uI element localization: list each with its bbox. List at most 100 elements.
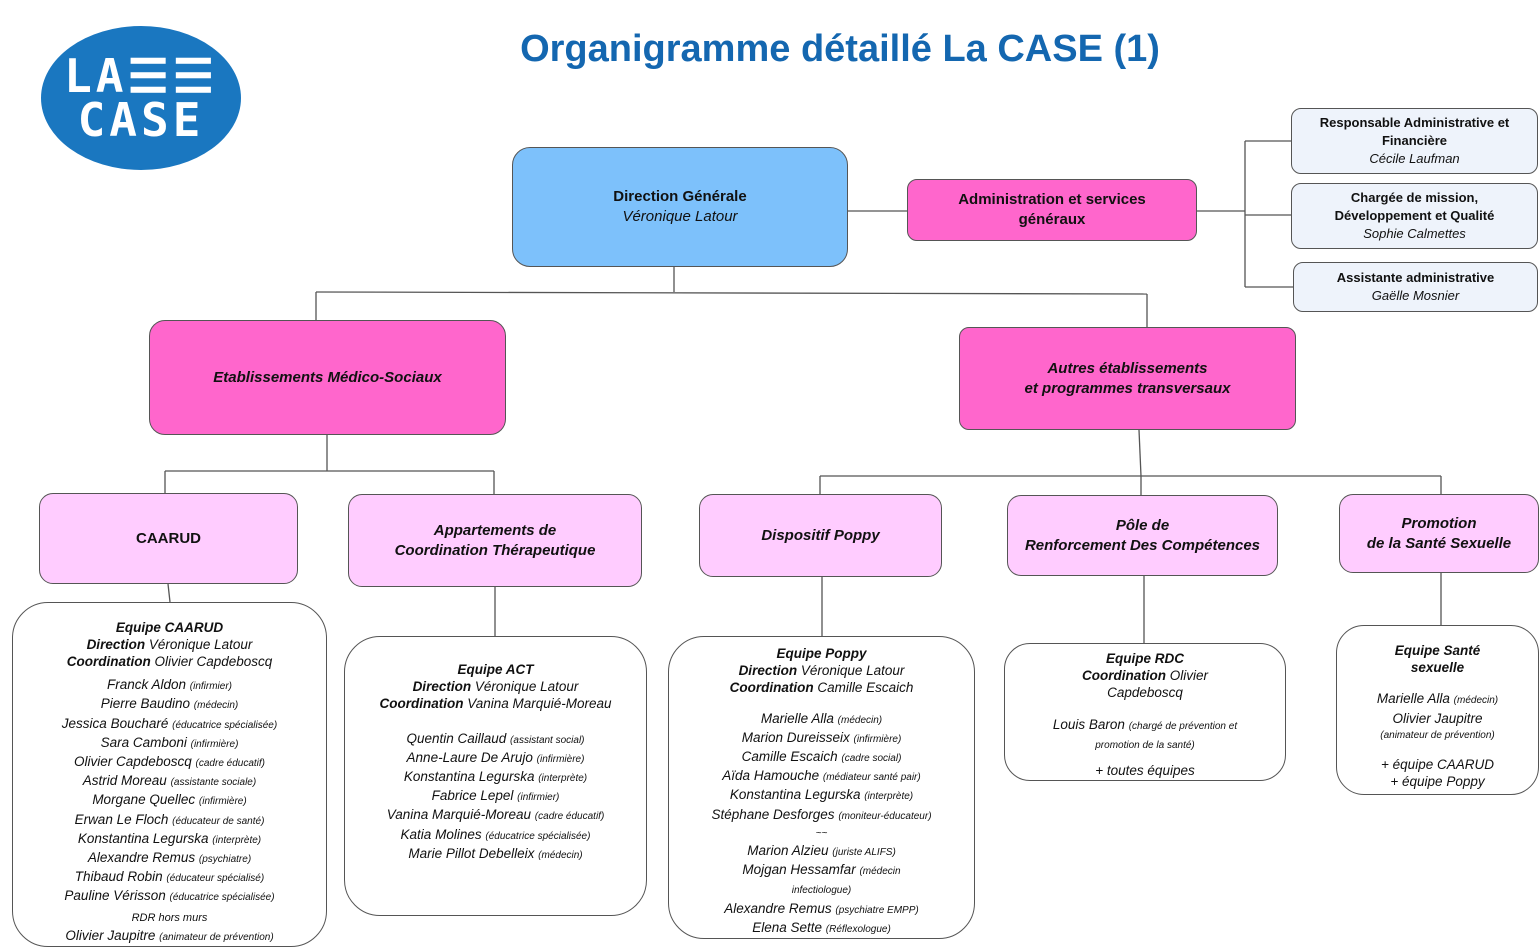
- admin-staff-3: Assistante administrative Gaëlle Mosnier: [1293, 262, 1538, 312]
- la-case-logo: LA☰☰ CASE: [41, 26, 241, 170]
- act-member-role: (cadre éducatif): [534, 811, 605, 823]
- poppy-member: Marielle Alla (médecin): [711, 710, 931, 729]
- admin-label: Administration et services généraux: [958, 191, 1146, 228]
- caarud-member-name: Astrid Moreau: [82, 773, 167, 789]
- unit-act-line-1: Appartements de: [433, 521, 557, 539]
- act-member-name: Quentin Caillaud: [406, 730, 507, 746]
- team-poppy-members: Marielle Alla (médecin)Marion Dureisseix…: [711, 710, 931, 825]
- team-pss-member-1-role: (médecin): [1453, 695, 1499, 707]
- team-act-members: Quentin Caillaud (assistant social)Anne-…: [387, 730, 605, 864]
- caarud-member: Alexandre Remus (psychiatre): [62, 849, 277, 868]
- poppy-member: Konstantina Legurska (interprète): [711, 786, 931, 805]
- act-member-role: (éducatrice spécialisée): [485, 830, 591, 842]
- poppy2-member-role: (médecin infectiologue): [791, 866, 901, 897]
- poppy2-member-name: Mojgan Hessamfar: [742, 862, 856, 878]
- team-caarud-dir-label: Direction: [86, 637, 146, 653]
- caarud-member: Jessica Boucharé (éducatrice spécialisée…: [62, 715, 277, 734]
- team-poppy-dir-name: Véronique Latour: [800, 663, 905, 679]
- team-act-dir-name: Véronique Latour: [474, 679, 579, 695]
- caarud-member-name: Olivier Capdeboscq: [73, 754, 192, 770]
- logo-line-1: LA☰☰: [64, 49, 218, 103]
- caarud-member-role: (éducatrice spécialisée): [169, 892, 275, 904]
- unit-sante-sexuelle: Promotion de la Santé Sexuelle: [1339, 494, 1539, 573]
- act-member-role: (assistant social): [510, 734, 585, 746]
- caarud-member-name: Franck Aldon: [106, 677, 187, 693]
- unit-poppy: Dispositif Poppy: [699, 494, 942, 577]
- team-caarud-extra-label: RDR hors murs: [131, 911, 208, 924]
- unit-pole-renforcement: Pôle de Renforcement Des Compétences: [1007, 495, 1278, 576]
- team-rdc-coord-name: Olivier Capdeboscq: [1107, 668, 1209, 701]
- team-caarud-title: Equipe CAARUD: [115, 620, 224, 635]
- team-caarud-extra-role: (animateur de prévention): [159, 931, 274, 943]
- team-rdc-coord-label: Coordination: [1081, 668, 1166, 684]
- team-pss-member-2-name: Olivier Jaupitre: [1392, 710, 1483, 726]
- team-caarud-coord-name: Olivier Capdeboscq: [154, 654, 273, 670]
- team-pss-member-2-role: (animateur de prévention): [1380, 729, 1495, 741]
- caarud-member: Sara Camboni (infirmière): [62, 734, 277, 753]
- caarud-member: Astrid Moreau (assistante sociale): [62, 772, 277, 791]
- caarud-member-role: (médecin): [193, 700, 239, 712]
- pole-autres-line-1: Autres établissements: [1047, 359, 1208, 377]
- poppy2-member: Marion Alzieu (juriste ALIFS): [712, 842, 932, 861]
- team-act-dir-label: Direction: [412, 679, 472, 695]
- unit-caarud: CAARUD: [39, 493, 298, 584]
- act-member-role: (interprète): [538, 773, 588, 785]
- poppy-member-role: (infirmière): [853, 733, 902, 745]
- caarud-member: Franck Aldon (infirmier): [62, 676, 277, 695]
- act-member-role: (infirmier): [517, 792, 560, 804]
- caarud-member: Pauline Vérisson (éducatrice spécialisée…: [62, 887, 277, 906]
- poppy2-member-name: Marion Alzieu: [747, 842, 829, 858]
- caarud-member-role: (éducateur spécialisé): [166, 873, 265, 885]
- poppy2-member-name: Elena Sette: [752, 919, 822, 935]
- admin-staff-1: Responsable Administrative et Financière…: [1291, 108, 1538, 174]
- admin-staff-3-name: Gaëlle Mosnier: [1371, 288, 1460, 303]
- caarud-member-role: (infirmier): [189, 681, 232, 693]
- caarud-member: Olivier Capdeboscq (cadre éducatif): [62, 753, 277, 772]
- caarud-member-name: Pauline Vérisson: [64, 888, 166, 904]
- team-rdc-member-role: (chargé de prévention et promotion de la…: [1095, 720, 1238, 751]
- caarud-member-name: Thibaud Robin: [74, 869, 163, 885]
- poppy-member-name: Marion Dureisseix: [741, 729, 850, 745]
- poppy2-member: Mojgan Hessamfar (médecin infectiologue): [712, 861, 932, 899]
- team-caarud-members: Franck Aldon (infirmier)Pierre Baudino (…: [62, 676, 277, 906]
- poppy2-member-role: (psychiatre EMPP): [835, 904, 919, 916]
- poppy-member-name: Aïda Hamouche: [722, 768, 820, 784]
- act-member-name: Vanina Marquié-Moreau: [386, 807, 532, 823]
- unit-act: Appartements de Coordination Thérapeutiq…: [348, 494, 642, 587]
- team-caarud-coord-label: Coordination: [66, 654, 151, 670]
- caarud-member-name: Pierre Baudino: [100, 696, 191, 712]
- admin-staff-2: Chargée de mission, Développement et Qua…: [1291, 183, 1538, 249]
- team-poppy-separator: ~~: [815, 827, 828, 839]
- unit-act-line-2: Coordination Thérapeutique: [394, 541, 596, 559]
- poppy-member-role: (interprète): [864, 791, 914, 803]
- team-poppy: Equipe Poppy Direction Véronique Latour …: [668, 636, 975, 939]
- caarud-member: Konstantina Legurska (interprète): [62, 830, 277, 849]
- act-member-role: (infirmière): [536, 753, 585, 765]
- team-sante-sexuelle: Equipe Santé sexuelle Marielle Alla (méd…: [1336, 625, 1539, 795]
- team-poppy-coord-name: Camille Escaich: [817, 680, 914, 696]
- admin-staff-2-name: Sophie Calmettes: [1363, 226, 1466, 241]
- poppy-member-role: (médecin): [837, 714, 883, 726]
- act-member-name: Konstantina Legurska: [403, 769, 535, 785]
- team-poppy-members-2: Marion Alzieu (juriste ALIFS)Mojgan Hess…: [712, 842, 932, 938]
- poppy-member: Aïda Hamouche (médiateur santé pair): [711, 767, 931, 786]
- poppy2-member-name: Alexandre Remus: [724, 900, 832, 916]
- admin-staff-1-name: Cécile Laufman: [1369, 151, 1460, 166]
- unit-prc-line-2: Renforcement Des Compétences: [1024, 536, 1261, 554]
- team-rdc-footer: + toutes équipes: [1095, 763, 1195, 779]
- caarud-member: Erwan Le Floch (éducateur de santé): [62, 811, 277, 830]
- poppy-member-name: Konstantina Legurska: [729, 787, 861, 803]
- poppy2-member-role: (juriste ALIFS): [832, 846, 896, 858]
- pole-medico-sociaux: Etablissements Médico-Sociaux: [149, 320, 506, 435]
- team-poppy-coord-label: Coordination: [729, 680, 814, 696]
- caarud-member-role: (assistante sociale): [170, 777, 257, 789]
- unit-pss-line-1: Promotion: [1401, 514, 1477, 532]
- poppy-member: Marion Dureisseix (infirmière): [711, 729, 931, 748]
- caarud-member-role: (psychiatre): [198, 854, 252, 866]
- caarud-member-name: Morgane Quellec: [92, 792, 196, 808]
- act-member: Vanina Marquié-Moreau (cadre éducatif): [387, 806, 605, 825]
- unit-pss-line-2: de la Santé Sexuelle: [1366, 534, 1512, 552]
- caarud-member-name: Alexandre Remus: [87, 850, 196, 866]
- poppy-member-role: (moniteur-éducateur): [838, 810, 932, 822]
- caarud-member-name: Erwan Le Floch: [74, 811, 169, 827]
